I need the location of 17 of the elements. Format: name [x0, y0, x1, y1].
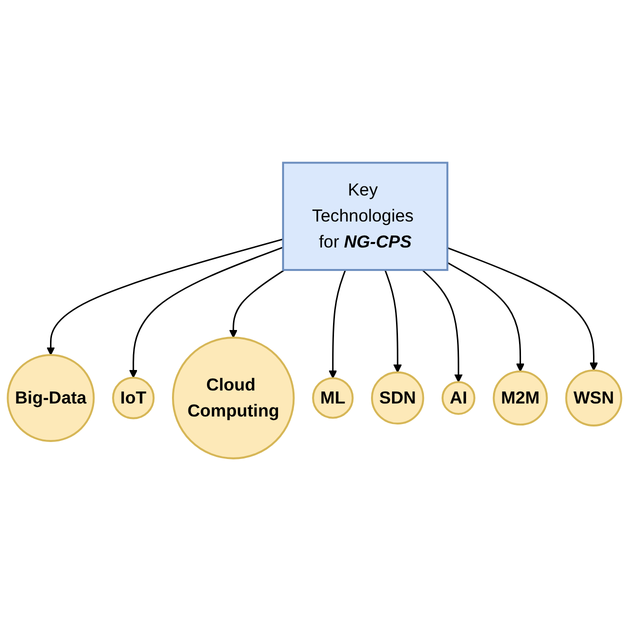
node-circle: Cloud Computing — [172, 336, 295, 460]
arrow — [422, 269, 463, 382]
node-circle: ML — [312, 377, 354, 419]
arrow — [384, 270, 402, 373]
arrow — [129, 246, 284, 378]
node-circle: SDN — [371, 371, 424, 424]
node-circle: IoT — [112, 376, 155, 420]
node-box: Key Technologies for NG-CPS — [282, 162, 448, 271]
node-circle: M2M — [492, 370, 548, 426]
arrow — [46, 238, 284, 356]
arrow — [447, 247, 598, 371]
node-circle: WSN — [565, 369, 622, 426]
arrow — [229, 269, 285, 338]
node-circle: AI — [442, 381, 476, 415]
node-circle: Big-Data — [6, 354, 95, 442]
arrow — [447, 262, 525, 372]
arrow — [328, 270, 346, 379]
